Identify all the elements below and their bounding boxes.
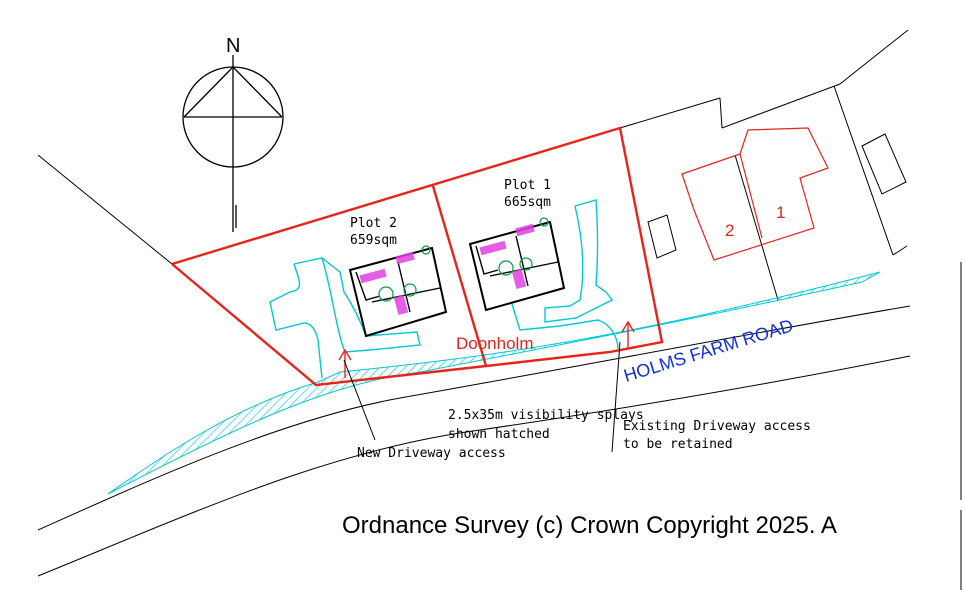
plot-2-area: 659sqm xyxy=(350,233,397,248)
neighbour-houses: 2 1 xyxy=(681,127,829,261)
plot-2-name: Plot 2 xyxy=(350,216,397,231)
house-plot-2 xyxy=(348,245,448,338)
site-name: Doonholm xyxy=(456,334,534,353)
os-base-map xyxy=(37,29,911,577)
leader-lines xyxy=(343,341,621,453)
plot-1-name: Plot 1 xyxy=(504,178,551,193)
north-arrow-icon: N xyxy=(182,35,284,232)
access-arrows xyxy=(338,320,635,378)
road-name: HOLMS FARM ROAD xyxy=(621,315,795,386)
neighbour-number: 1 xyxy=(776,203,785,222)
existing-access-note-line1: Existing Driveway access xyxy=(623,419,811,434)
visibility-note-line2: shown hatched xyxy=(448,427,550,442)
north-label: N xyxy=(226,35,240,57)
copyright-notice: Ordnance Survey (c) Crown Copyright 2025… xyxy=(342,512,837,539)
driveways xyxy=(269,199,619,379)
visibility-splays xyxy=(107,271,881,495)
neighbour-number: 2 xyxy=(725,221,734,240)
site-boundary xyxy=(171,126,664,387)
plot-1-area: 665sqm xyxy=(504,195,551,210)
existing-access-note-line2: to be retained xyxy=(623,437,733,452)
visibility-note-line1: 2.5x35m visibility splays xyxy=(448,408,644,423)
new-access-note: New Driveway access xyxy=(357,446,506,461)
house-plot-1 xyxy=(468,217,566,312)
